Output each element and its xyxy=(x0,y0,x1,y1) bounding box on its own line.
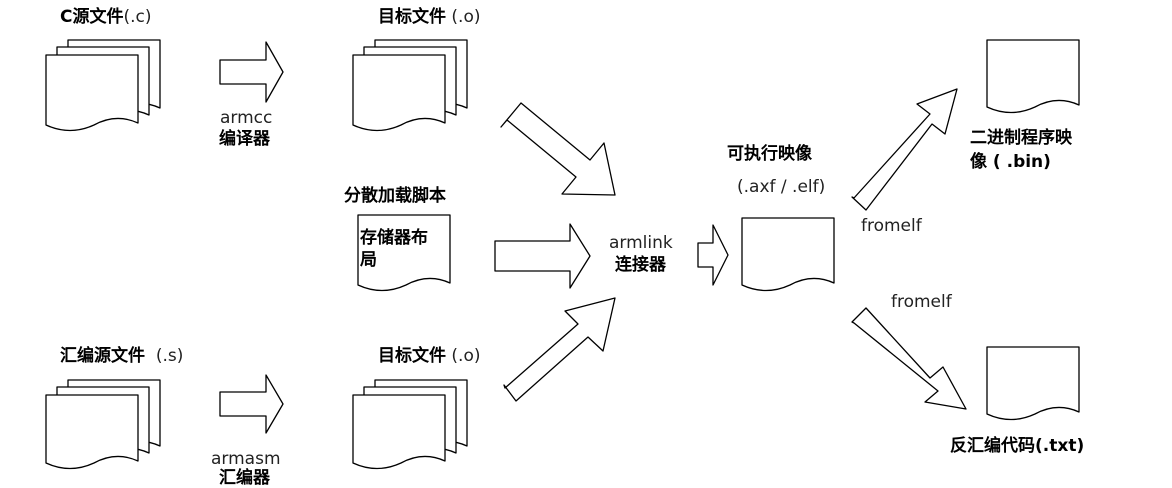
armasm-desc-label: 汇编器 xyxy=(219,468,270,488)
armlink-desc-label: 连接器 xyxy=(615,255,666,275)
asm-source-document-stack-icon xyxy=(45,379,161,470)
fromelf-to-disasm-arrow-icon xyxy=(851,307,967,410)
object-bottom-title: 目标文件 xyxy=(378,346,446,366)
fromelf-to-binary-arrow-icon xyxy=(851,88,958,211)
armcc-tool-label: armcc xyxy=(220,108,273,128)
object-top-ext: (.o) xyxy=(451,7,481,27)
armlink-tool-label: armlink xyxy=(609,233,673,253)
c-source-label: C源文件(.c) xyxy=(60,7,152,27)
asm-source-title: 汇编源文件 xyxy=(60,346,145,366)
scatter-doc-line1: 存储器布 xyxy=(360,228,428,248)
object-bottom-label: 目标文件 (.o) xyxy=(378,346,480,366)
c-source-document-stack-icon xyxy=(45,39,161,132)
c-source-title: C源文件 xyxy=(60,7,124,27)
fromelf-bottom-label: fromelf xyxy=(891,292,952,312)
disasm-document-icon xyxy=(986,346,1080,421)
c-source-ext: (.c) xyxy=(123,7,152,27)
object-top-document-stack-icon xyxy=(352,39,468,132)
object-bottom-document-stack-icon xyxy=(352,379,468,470)
scatter-doc-line2: 局 xyxy=(360,250,377,270)
object-top-title: 目标文件 xyxy=(378,7,446,27)
object-bottom-ext: (.o) xyxy=(451,346,481,366)
object-top-label: 目标文件 (.o) xyxy=(378,7,480,27)
armcc-arrow-icon xyxy=(219,41,284,103)
binary-line1: 二进制程序映 xyxy=(970,128,1072,148)
image-title: 可执行映像 xyxy=(727,144,812,164)
object-top-to-armlink-arrow-icon xyxy=(500,102,616,196)
scatter-document-icon xyxy=(357,214,451,292)
armcc-desc-label: 编译器 xyxy=(219,129,270,149)
executable-image-document-icon xyxy=(741,217,835,292)
binary-document-icon xyxy=(986,39,1080,114)
disasm-title: 反汇编代码(.txt) xyxy=(950,436,1085,456)
fromelf-top-label: fromelf xyxy=(861,216,922,236)
object-bottom-to-armlink-arrow-icon xyxy=(503,297,616,402)
armlink-to-image-arrow-icon xyxy=(697,224,729,286)
asm-source-ext: (.s) xyxy=(155,346,184,366)
binary-line2: 像 ( .bin) xyxy=(970,152,1051,172)
scatter-title: 分散加载脚本 xyxy=(344,186,446,206)
armasm-arrow-icon xyxy=(219,374,284,434)
image-ext: (.axf / .elf) xyxy=(737,177,826,197)
armasm-tool-label: armasm xyxy=(211,449,281,469)
scatter-to-armlink-arrow-icon xyxy=(494,223,591,289)
asm-source-label: 汇编源文件 (.s) xyxy=(60,346,183,366)
